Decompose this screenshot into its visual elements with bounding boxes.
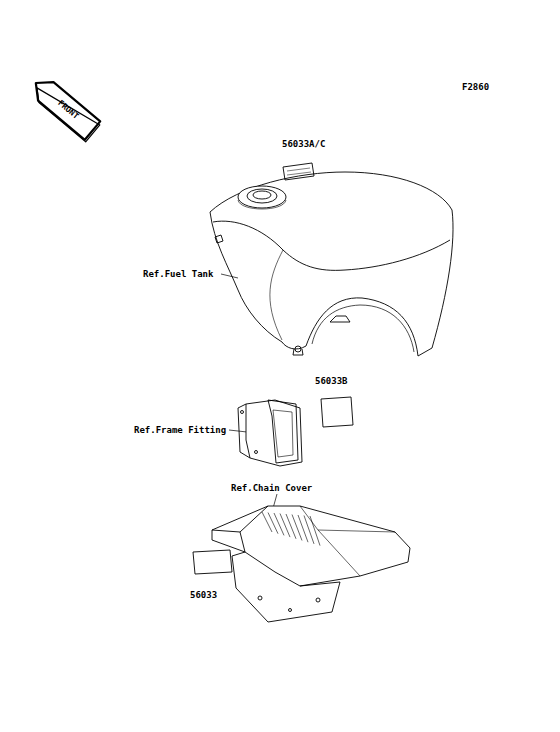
decal [193, 550, 232, 574]
chain-cover [212, 506, 410, 622]
frame-fitting [238, 400, 302, 466]
part-number: 56033A/C [282, 140, 325, 149]
cooling-fin [304, 516, 314, 544]
cooling-fin [280, 514, 290, 538]
part-number: 56033B [315, 377, 348, 386]
cooling-fin [310, 516, 320, 546]
cooling-fin [274, 513, 284, 535]
fuel-tank [210, 172, 453, 356]
cooling-fin [262, 512, 272, 532]
cooling-fin [286, 514, 296, 539]
part-reference: Ref.Fuel Tank [143, 270, 213, 279]
front-arrow [27, 74, 101, 142]
cooling-fin [298, 515, 308, 542]
part-number: 56033 [190, 591, 217, 600]
cooling-fin [268, 513, 278, 534]
part-reference: Ref.Frame Fitting [134, 426, 226, 435]
decal [283, 163, 314, 180]
decal [321, 397, 353, 427]
part-reference: Ref.Chain Cover [231, 484, 312, 493]
figure-number: F2860 [462, 83, 489, 92]
cooling-fin [292, 515, 302, 541]
